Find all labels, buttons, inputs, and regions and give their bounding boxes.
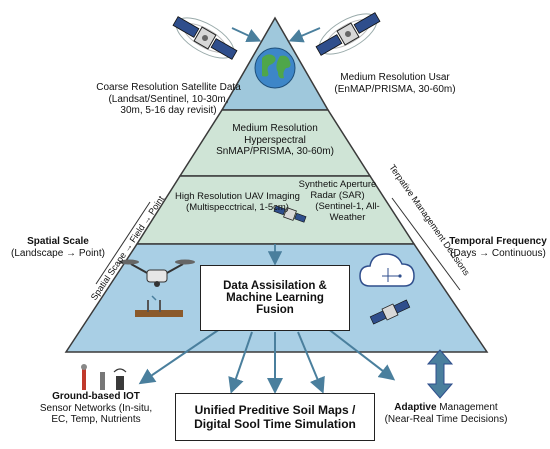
iot-title: Ground-based IOT <box>52 391 140 402</box>
sar-line3: (Sentinel-1, All-Weather <box>315 200 380 223</box>
bidirectional-arrow-icon <box>426 349 454 399</box>
output-line1: Unified Preditive Soil Maps / <box>194 403 356 417</box>
hyperspectral-label: Medium Resolution Hyperspectral SnMAP/PR… <box>205 123 345 158</box>
iot-line1: Sensor Networks (In-situ, <box>39 402 153 414</box>
drone-icon <box>119 259 195 287</box>
temporal-frequency-title: Temporal Frequency <box>449 236 547 247</box>
uav-sub: (Multispecctrical, 1-5cm) <box>186 201 289 213</box>
satellite-icon <box>172 16 238 60</box>
fusion-line2: Machine Learning <box>226 292 324 304</box>
spatial-scale-title: Spatial Scale <box>27 236 89 247</box>
uav-title: High Resolution UAV Imaging <box>175 191 300 202</box>
satellite-icon <box>273 205 307 223</box>
adaptive-title: Adaptive <box>394 402 437 413</box>
soil-sensor-icon <box>135 295 183 317</box>
iot-line2: EC, Temp, Nutrients <box>51 414 141 425</box>
satellite-icon <box>369 299 411 325</box>
adaptive-label: Adaptive Management (Near-Real Time Deci… <box>384 402 508 425</box>
output-box: Unified Preditive Soil Maps / Digital So… <box>175 393 375 441</box>
adaptive-rest: Management <box>436 402 498 413</box>
temporal-axis-line <box>391 197 461 291</box>
adaptive-sub: (Near-Real Time Decisions) <box>384 413 508 425</box>
fusion-box: Data Assisilation & Machine Learning Fus… <box>200 265 350 331</box>
soil-sensor-icon <box>81 364 127 390</box>
fusion-line1: Data Assisilation & <box>223 280 327 292</box>
temporal-frequency-sub: (Days → Continuous) <box>450 247 546 259</box>
spatial-axis-line <box>95 201 151 285</box>
coarse-line3: 30m, 5-16 day revisit) <box>120 105 217 116</box>
hyperspectral-title: Medium Resolution Hyperspectral <box>232 123 318 146</box>
output-line2: Digital Sool Time Simulation <box>194 417 356 431</box>
sar-title: Synthetic Aperture <box>298 179 377 190</box>
temporal-frequency-label: Temporal Frequency (Days → Continuous) <box>446 236 550 259</box>
uav-label: High Resolution UAV Imaging (Multispecct… <box>175 191 300 214</box>
medium-usar-title: Medium Resolution Usar <box>340 72 450 83</box>
coarse-satellite-label: Coarse Resolution Satellite Data (Landsa… <box>86 82 251 117</box>
medium-usar-label: Medium Resolution Usar (EnMAP/PRISMA, 30… <box>320 72 470 95</box>
sar-line2: Radar (SAR) <box>310 189 365 201</box>
cloud-icon <box>359 253 415 287</box>
fusion-line3: Fusion <box>256 304 294 316</box>
satellite-icon <box>315 12 381 56</box>
iot-label: Ground-based IOT Sensor Networks (In-sit… <box>32 391 160 426</box>
globe-icon <box>254 47 296 89</box>
spatial-scale-sub: (Landscape → Point) <box>11 247 105 259</box>
hyperspectral-sub: SnMAP/PRISMA, 30-60m) <box>216 146 334 157</box>
coarse-line2: (Landsat/Sentinel, 10-30m, <box>108 93 229 105</box>
coarse-title: Coarse Resolution Satellite Data <box>96 82 241 93</box>
sar-label: Synthetic Aperture Radar (SAR) (Sentinel… <box>280 179 395 224</box>
medium-usar-sub: (EnMAP/PRISMA, 30-60m) <box>334 83 456 95</box>
spatial-scale-label: Spatial Scale (Landscape → Point) <box>4 236 112 259</box>
